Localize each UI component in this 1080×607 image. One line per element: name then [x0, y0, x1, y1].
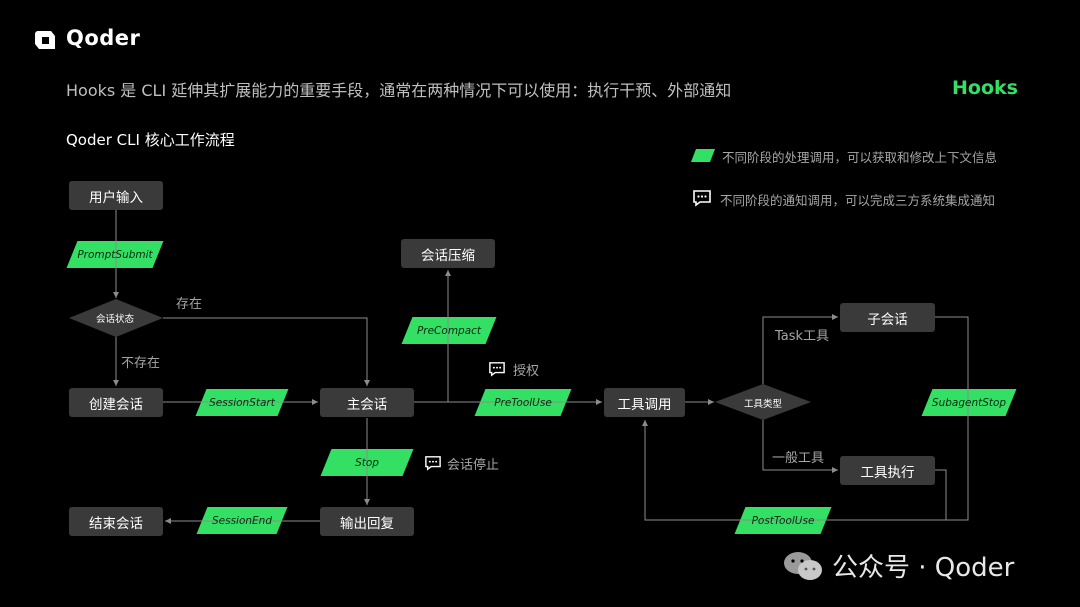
- notify-session-stop: 会话停止: [447, 458, 500, 473]
- decision-tool-type: 工具类型: [744, 399, 783, 410]
- legend-green-parallelogram-icon: [691, 149, 715, 162]
- chat-bubble-icon: [693, 190, 711, 207]
- section-title: Qoder CLI 核心工作流程: [66, 131, 235, 149]
- hooks-title: Hooks: [952, 77, 1018, 99]
- chat-bubble-icon: [489, 362, 505, 377]
- node-tool-exec: 工具执行: [840, 456, 935, 485]
- decision-session-state: 会话状态: [96, 314, 135, 325]
- node-main-session: 主会话: [320, 388, 414, 417]
- legend-processing-text: 不同阶段的处理调用，可以获取和修改上下文信息: [722, 150, 998, 165]
- edge-label-general-tool: 一般工具: [772, 451, 825, 466]
- node-user-input: 用户输入: [69, 181, 163, 210]
- notify-authorize: 授权: [513, 364, 540, 379]
- edge-label-exists: 存在: [176, 297, 203, 312]
- node-compress-session: 会话压缩: [401, 239, 495, 268]
- decision-session-state-shape: [69, 299, 163, 337]
- node-output-reply: 输出回复: [320, 507, 414, 536]
- hook-session-start: SessionStart: [201, 389, 283, 416]
- hook-prompt-submit: PromptSubmit: [72, 241, 158, 268]
- legend-notification-text: 不同阶段的通知调用，可以完成三方系统集成通知: [720, 193, 996, 208]
- hook-stop: Stop: [326, 449, 408, 476]
- brand-name: Qoder: [66, 26, 141, 50]
- node-end-session: 结束会话: [69, 507, 163, 536]
- hook-session-end: SessionEnd: [202, 507, 282, 534]
- decision-tool-type-shape: [715, 384, 811, 420]
- edge-label-task-tool: Task工具: [775, 329, 830, 344]
- node-create-session: 创建会话: [69, 388, 163, 417]
- node-tool-call: 工具调用: [604, 388, 685, 417]
- hook-pre-tool-use: PreToolUse: [480, 389, 566, 416]
- watermark-text: 公众号 · Qoder: [832, 553, 1015, 583]
- hook-pre-compact: PreCompact: [407, 317, 491, 344]
- chat-bubble-icon: [425, 456, 441, 471]
- qoder-logo-icon: [35, 31, 55, 49]
- wechat-icon: [784, 552, 822, 580]
- hook-subagent-stop: SubagentStop: [927, 389, 1011, 416]
- hook-post-tool-use: PostToolUse: [740, 507, 826, 534]
- edge-label-not-exists: 不存在: [121, 356, 161, 371]
- headline: Hooks 是 CLI 延伸其扩展能力的重要手段，通常在两种情况下可以使用：执行…: [66, 81, 732, 100]
- node-sub-session: 子会话: [840, 303, 935, 332]
